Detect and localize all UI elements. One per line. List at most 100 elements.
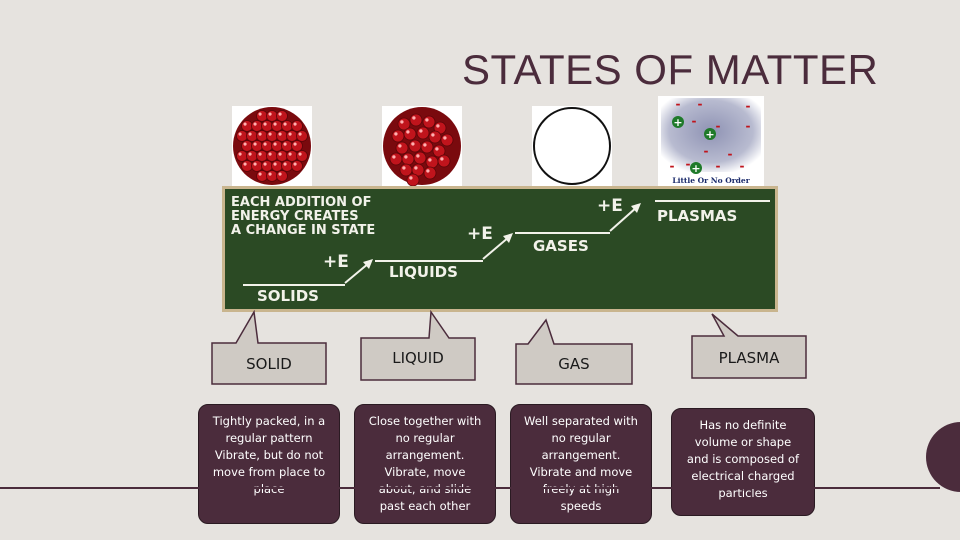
solid-particles-image: [232, 106, 312, 186]
liquid-particle: [410, 114, 422, 126]
solid-particle: [282, 161, 293, 172]
liquid-desc-line: arrangement.: [361, 447, 489, 464]
liquid-particle: [402, 153, 414, 165]
electron-minus: -: [740, 159, 745, 173]
solid-particle: [277, 171, 288, 182]
solid-particle: [252, 141, 263, 152]
liquid-desc-line: Close together with: [361, 413, 489, 430]
liquid-particle: [423, 116, 435, 128]
solid-particle: [242, 141, 253, 152]
particle-highlight: [409, 176, 412, 179]
gas-desc-line: no regular: [517, 430, 645, 447]
particle-highlight: [294, 123, 297, 126]
particle-highlight: [269, 113, 272, 116]
solid-particle: [292, 121, 303, 132]
board-heading-line-3: A CHANGE IN STATE: [231, 223, 375, 238]
particle-highlight: [274, 163, 277, 166]
solid-particle: [267, 111, 278, 122]
solid-desc-line: regular pattern: [205, 430, 333, 447]
particle-highlight: [436, 124, 439, 127]
particle-highlight: [239, 153, 242, 156]
electron-minus: -: [704, 144, 709, 158]
particle-highlight: [279, 113, 282, 116]
decorative-circle: [926, 422, 960, 492]
solid-particle: [277, 131, 288, 142]
gas-desc-line: freely at high: [517, 481, 645, 498]
particle-highlight: [284, 143, 287, 146]
particle-highlight: [414, 166, 417, 169]
solid-particle: [242, 161, 253, 172]
gas-callout: [514, 318, 636, 388]
electron-minus: -: [716, 119, 721, 133]
solid-particle: [252, 121, 263, 132]
solid-particle: [292, 161, 303, 172]
gas-desc-line: Well separated with: [517, 413, 645, 430]
solid-particle: [257, 171, 268, 182]
plasma-desc-line: volume or shape: [678, 434, 808, 451]
plasma-desc-line: electrical charged: [678, 468, 808, 485]
gas-desc-line: arrangement.: [517, 447, 645, 464]
liquid-particle: [400, 164, 412, 176]
plasma-callout: [690, 312, 810, 384]
liquid-particle: [409, 140, 421, 152]
solid-desc-line: place: [205, 481, 333, 498]
particle-highlight: [269, 173, 272, 176]
particle-highlight: [264, 123, 267, 126]
particle-highlight: [289, 153, 292, 156]
particle-highlight: [274, 143, 277, 146]
particle-highlight: [284, 163, 287, 166]
solid-particle: [282, 141, 293, 152]
solid-particle: [267, 151, 278, 162]
solid-particle: [277, 111, 288, 122]
gas-label: GAS: [514, 355, 634, 373]
particle-highlight: [244, 123, 247, 126]
energy-label-1: +E: [323, 252, 349, 272]
plasma-description: Has no definite volume or shape and is c…: [671, 408, 815, 516]
electron-minus: -: [686, 157, 691, 171]
gas-description: Well separated with no regular arrangeme…: [510, 404, 652, 524]
board-heading-line-1: EACH ADDITION OF: [231, 195, 371, 210]
energy-label-2: +E: [467, 224, 493, 244]
particle-highlight: [264, 163, 267, 166]
particle-highlight: [398, 144, 401, 147]
board-heading-line-2: ENERGY CREATES: [231, 209, 359, 224]
liquid-callout: [359, 310, 479, 384]
electron-minus: -: [676, 97, 681, 111]
solid-particle: [237, 131, 248, 142]
particle-highlight: [249, 133, 252, 136]
particle-highlight: [431, 133, 434, 136]
chalkboard-diagram: EACH ADDITION OF ENERGY CREATES A CHANGE…: [222, 186, 778, 312]
solid-particle: [247, 151, 258, 162]
plus-sign: +: [691, 162, 700, 175]
plasma-desc-line: and is composed of: [678, 451, 808, 468]
solid-particle: [287, 151, 298, 162]
liquid-particle: [404, 128, 416, 140]
solid-particle: [242, 121, 253, 132]
plasma-label: PLASMA: [690, 349, 808, 367]
electron-minus: -: [746, 99, 751, 113]
particle-highlight: [274, 123, 277, 126]
electron-minus: -: [728, 147, 733, 161]
particle-highlight: [259, 153, 262, 156]
liquid-particle: [396, 142, 408, 154]
board-state-solids: SOLIDS: [257, 287, 319, 305]
particle-highlight: [426, 169, 429, 172]
solid-particle: [257, 151, 268, 162]
solid-particle: [287, 131, 298, 142]
particle-highlight: [443, 136, 446, 139]
solid-particle: [282, 121, 293, 132]
liquid-particle: [390, 153, 402, 165]
plasma-desc-line: Has no definite: [678, 417, 808, 434]
board-state-liquids: LIQUIDS: [389, 263, 458, 281]
particle-highlight: [294, 163, 297, 166]
solid-description: Tightly packed, in a regular pattern Vib…: [198, 404, 340, 524]
particle-highlight: [428, 158, 431, 161]
liquid-particles-image: [382, 106, 462, 186]
solid-particle: [247, 131, 258, 142]
solid-particle: [297, 151, 308, 162]
electron-minus: -: [746, 119, 751, 133]
solid-particle: [272, 121, 283, 132]
particle-highlight: [394, 132, 397, 135]
particle-highlight: [269, 133, 272, 136]
liquid-particle: [392, 130, 404, 142]
